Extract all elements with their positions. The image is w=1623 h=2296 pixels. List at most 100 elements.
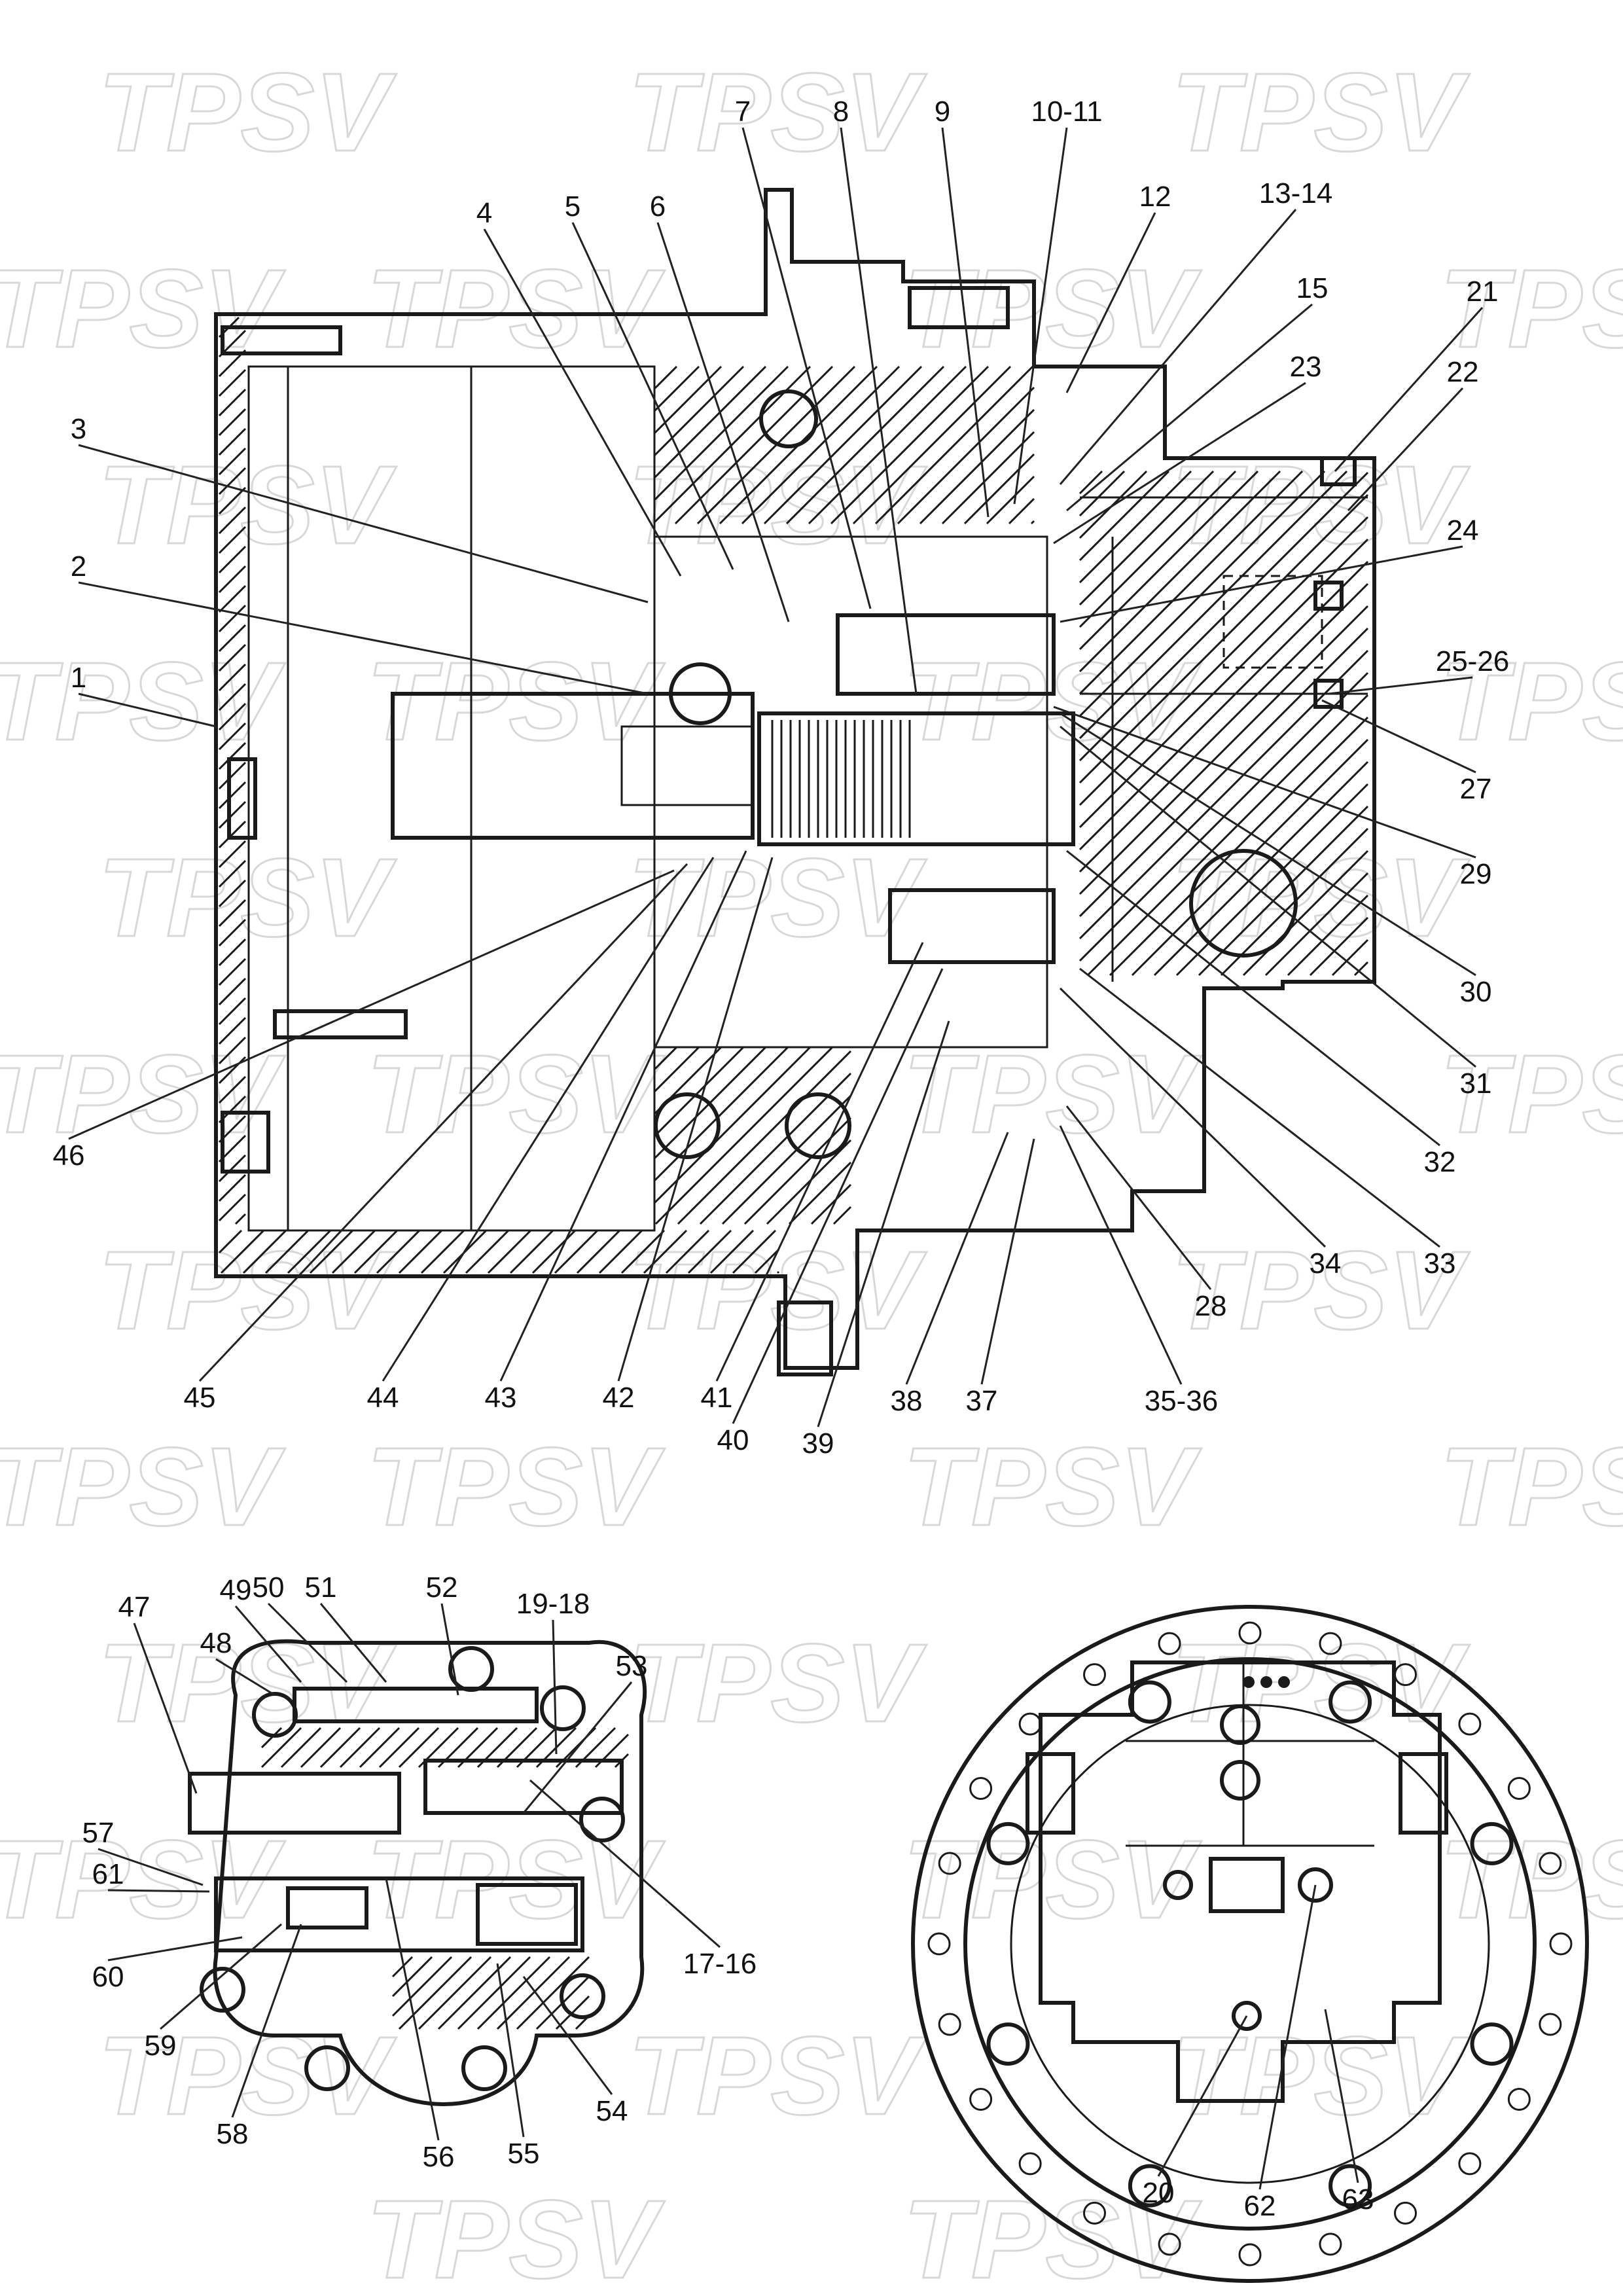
watermark-text: TPSV xyxy=(0,1032,286,1157)
leader-line xyxy=(98,1848,204,1886)
watermark-text: TPSV xyxy=(1171,1229,1471,1353)
callout-45: 45 xyxy=(184,1382,216,1414)
leader-line xyxy=(1013,127,1068,505)
leader-line xyxy=(905,1132,1009,1385)
callout-48: 48 xyxy=(200,1627,232,1659)
watermark-text: TPSV xyxy=(628,50,927,175)
callout-56: 56 xyxy=(423,2141,455,2173)
watermark-text: TPSV xyxy=(98,443,397,567)
leader-line xyxy=(1053,706,1476,859)
leader-line xyxy=(1157,2015,1248,2177)
callout-21: 21 xyxy=(1467,276,1499,308)
watermark-layer: TPSV TPSV TPSV TPSV TPSV TPSV TPSV TPSV TPSV TPSV… xyxy=(0,50,1623,2296)
leader-line xyxy=(529,1779,721,1948)
callout-3: 3 xyxy=(71,413,86,445)
leader-line xyxy=(198,863,688,1382)
callout-52: 52 xyxy=(426,1571,458,1604)
watermark-text: TPSV xyxy=(903,1818,1202,1942)
callout-24: 24 xyxy=(1447,514,1479,547)
leader-line xyxy=(1065,1105,1212,1290)
leader-line xyxy=(522,1976,613,2095)
watermark-text: TPSV xyxy=(903,1032,1202,1157)
leader-line xyxy=(1053,382,1306,545)
watermark-text: TPSV xyxy=(903,2178,1202,2296)
leader-line xyxy=(1347,387,1464,512)
leader-line xyxy=(496,1963,525,2138)
leader-line xyxy=(78,692,217,728)
callout-55: 55 xyxy=(508,2138,540,2170)
callout-34: 34 xyxy=(1310,1247,1342,1280)
leader-line xyxy=(1334,306,1484,473)
callout-12: 12 xyxy=(1139,181,1171,213)
callout-28: 28 xyxy=(1195,1290,1227,1322)
callout-25-26: 25-26 xyxy=(1436,645,1510,677)
leader-line xyxy=(1079,967,1440,1248)
watermark-text: TPSV xyxy=(628,836,927,960)
watermark-text: TPSV xyxy=(366,639,666,764)
watermark-text: TPSV xyxy=(1440,1818,1623,1942)
callout-15: 15 xyxy=(1296,272,1329,304)
callout-60: 60 xyxy=(92,1961,124,1993)
callout-58: 58 xyxy=(217,2118,249,2150)
leader-line xyxy=(1065,212,1156,393)
callout-49: 49 xyxy=(220,1574,252,1606)
callout-39: 39 xyxy=(802,1427,834,1460)
leader-line xyxy=(656,222,790,622)
watermark-text: TPSV xyxy=(628,443,927,567)
leader-line xyxy=(483,228,682,577)
leader-line xyxy=(1321,699,1476,774)
leader-line xyxy=(817,1020,950,1427)
watermark-text: TPSV xyxy=(1440,1425,1623,1549)
leader-line xyxy=(107,1889,210,1893)
leader-line xyxy=(715,942,924,1382)
leader-line xyxy=(231,1924,302,2118)
watermark-text: TPSV xyxy=(0,247,286,371)
leader-line xyxy=(78,581,649,695)
valve-section-view xyxy=(188,1639,647,2106)
watermark-text: TPSV xyxy=(1440,247,1623,371)
leader-line xyxy=(1258,1884,1317,2190)
callout-32: 32 xyxy=(1424,1146,1456,1178)
watermark-text: TPSV xyxy=(628,2014,927,2138)
leader-line xyxy=(741,127,872,609)
callout-57: 57 xyxy=(82,1817,115,1849)
leader-line xyxy=(499,850,747,1382)
callout-38: 38 xyxy=(891,1385,923,1417)
leader-line xyxy=(215,1658,276,1696)
leader-line xyxy=(440,1603,459,1696)
callout-31: 31 xyxy=(1460,1067,1492,1100)
callout-7: 7 xyxy=(735,96,751,128)
callout-54: 54 xyxy=(596,2095,628,2127)
watermark-text: TPSV xyxy=(1440,639,1623,764)
leader-line xyxy=(552,1619,558,1755)
callout-51: 51 xyxy=(305,1571,337,1604)
leader-line xyxy=(1060,712,1476,977)
watermark-text: TPSV xyxy=(366,1032,666,1157)
leader-line xyxy=(234,1605,302,1683)
watermark-text: TPSV xyxy=(0,639,286,764)
callout-6: 6 xyxy=(650,190,666,223)
callout-47: 47 xyxy=(118,1591,151,1623)
callout-22: 22 xyxy=(1447,356,1479,388)
leader-line xyxy=(941,127,990,518)
watermark-text: TPSV xyxy=(366,1425,666,1549)
leader-line xyxy=(732,968,944,1424)
watermark-text: TPSV xyxy=(1171,50,1471,175)
watermark-text: TPSV xyxy=(366,2178,666,2296)
callout-46: 46 xyxy=(53,1139,85,1172)
callout-10-11: 10-11 xyxy=(1031,96,1102,128)
watermark-text: TPSV xyxy=(1440,1032,1623,1157)
callout-5: 5 xyxy=(565,190,580,223)
leader-line xyxy=(1060,545,1463,623)
leader-line xyxy=(382,857,715,1382)
leader-line xyxy=(1066,303,1313,512)
leader-line xyxy=(617,857,774,1382)
leader-line xyxy=(133,1623,198,1794)
leader-line xyxy=(160,1923,282,2030)
leader-line xyxy=(107,1936,243,1962)
callout-30: 30 xyxy=(1460,976,1492,1008)
leader-line xyxy=(385,1878,440,2141)
leader-line xyxy=(571,222,734,570)
